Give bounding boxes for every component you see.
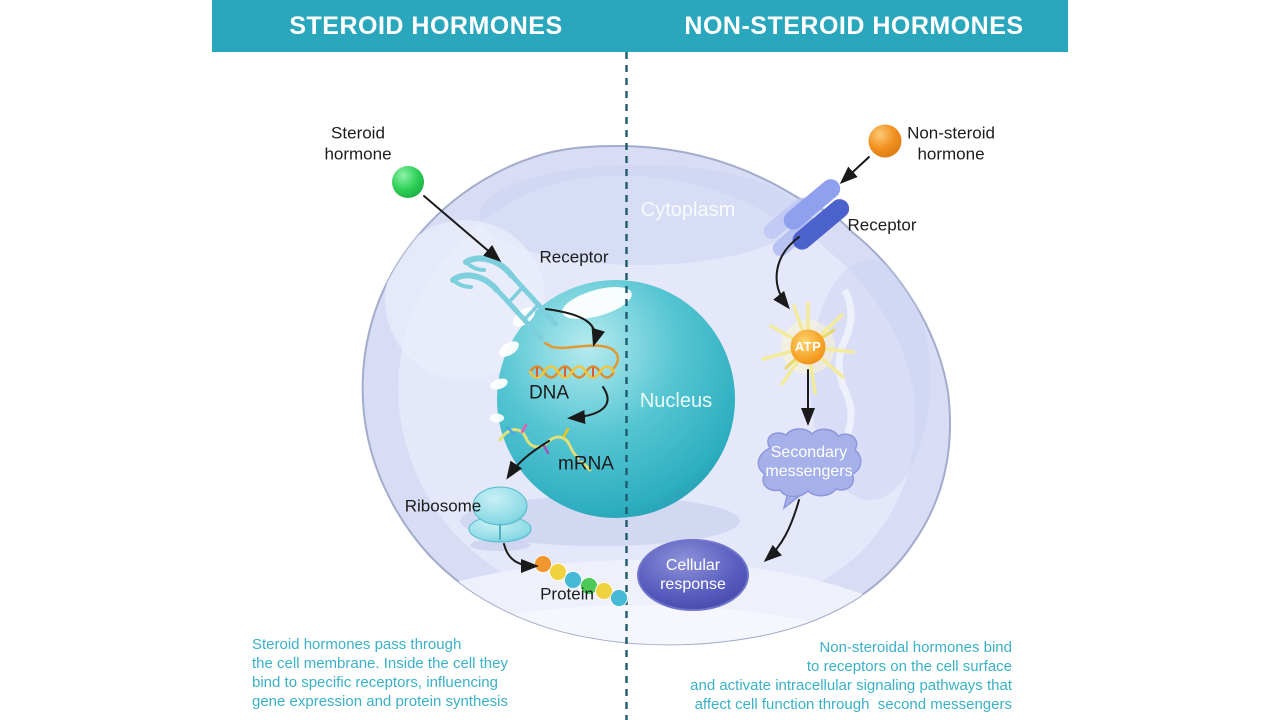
steroid-receptor-label: Receptor	[539, 247, 609, 267]
cellular-response-oval	[637, 539, 749, 611]
arrow-receptor-to-dna	[545, 308, 606, 347]
arrow-hormone-to-receptor	[839, 156, 870, 185]
steroid-hormone-label: Steroid hormone	[324, 123, 392, 163]
nonsteroid-hormone-label: Non-steroid hormone	[907, 123, 995, 163]
arrow-dna-to-mrna	[567, 386, 609, 424]
ribosome-icon	[468, 486, 532, 551]
nucleus-label: Nucleus	[639, 389, 713, 412]
membrane-receptor-label: Receptor	[847, 215, 917, 235]
header-bar: STEROID HORMONES NON-STEROID HORMONES	[212, 0, 1068, 52]
nucleus-shadow	[460, 496, 740, 546]
arrow-mrna-to-ribosome	[506, 440, 550, 480]
atp-icon	[761, 301, 855, 395]
nucleus-highlight	[562, 287, 632, 319]
flow-arrows	[423, 156, 870, 573]
nucleus	[490, 280, 735, 518]
protein-label: Protein	[540, 584, 594, 604]
membrane-receptor-icon	[763, 179, 850, 257]
nuclear-pore	[499, 341, 519, 357]
arrow-messengers-to-response	[763, 499, 800, 562]
secondary-messengers-label: Secondary messengers	[765, 444, 853, 480]
arrow-ribosome-to-protein	[503, 543, 539, 573]
mrna-label: mRNA	[558, 453, 614, 475]
atp-label: ATP	[794, 339, 822, 355]
cytoplasm-label: Cytoplasm	[640, 198, 736, 221]
nuclear-pore	[490, 413, 504, 423]
header-right-title: NON-STEROID HORMONES	[684, 11, 1024, 40]
nonsteroid-description: Non-steroidal hormones bind to receptors…	[690, 639, 1012, 713]
steroid-description: Steroid hormones pass through the cell m…	[252, 636, 508, 710]
ribosome-label: Ribosome	[404, 496, 482, 516]
secondary-messengers-bubble	[757, 428, 862, 510]
nuclear-pore	[490, 378, 508, 390]
protein-icon	[534, 555, 628, 607]
arrow-steroid-to-cell	[423, 195, 502, 262]
nonsteroid-hormone-icon	[868, 124, 902, 158]
header-left-title: STEROID HORMONES	[289, 11, 563, 40]
steroid-hormone-icon	[392, 166, 424, 198]
dna-label: DNA	[528, 382, 570, 404]
arrow-receptor-to-atp	[773, 236, 800, 310]
cellular-response-label: Cellular response	[660, 557, 726, 593]
